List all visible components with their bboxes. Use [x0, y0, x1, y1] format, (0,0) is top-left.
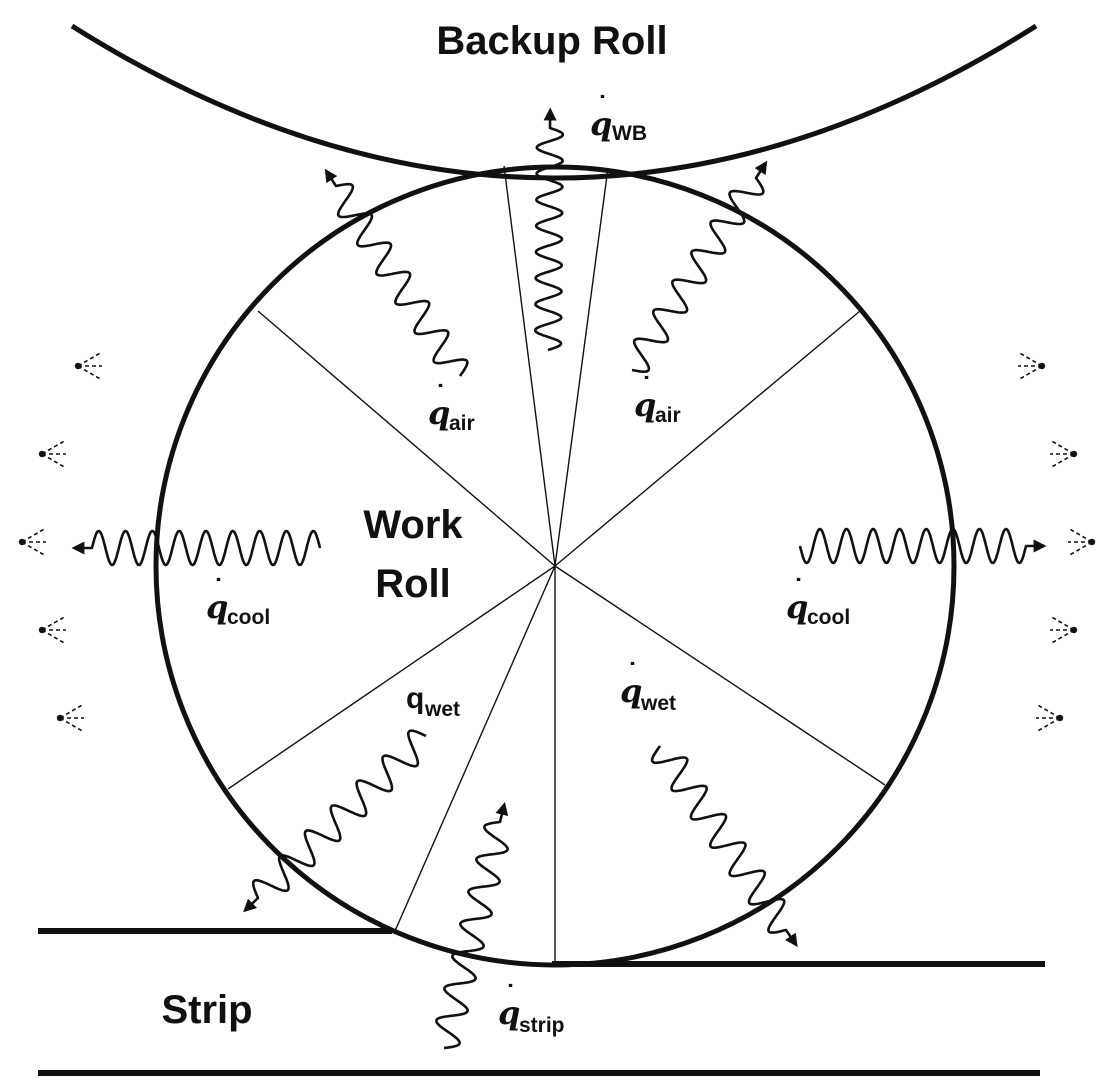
q-strip-label: q ˙ strip	[498, 981, 565, 1037]
wave-q-air-left	[324, 168, 469, 377]
svg-text:q: q	[428, 394, 450, 432]
spray-nozzle-right-2	[1049, 439, 1078, 469]
sector-line-4	[554, 565, 886, 786]
svg-text:q: q	[498, 994, 520, 1032]
svg-text:q: q	[786, 588, 808, 626]
backup-roll-label: Backup Roll	[436, 19, 667, 63]
svg-text:˙: ˙	[626, 659, 639, 689]
work-roll-outline	[153, 164, 957, 968]
q-cool-right-label: q ˙ cool	[786, 575, 850, 629]
q-air-right-label: q ˙ air	[634, 373, 681, 427]
sector-line-7	[227, 565, 556, 790]
sector-line-1	[503, 165, 556, 567]
svg-text:˙: ˙	[792, 575, 805, 605]
work-roll-label-line2: Roll	[375, 562, 451, 606]
svg-text:q: q	[620, 672, 642, 710]
spray-nozzle-right-1	[1017, 351, 1046, 381]
svg-text:cool: cool	[807, 606, 850, 629]
wave-q-wet-right	[650, 745, 798, 948]
sector-lines	[227, 165, 886, 965]
q-wet-left-label: q wet	[406, 682, 460, 721]
svg-text:air: air	[655, 404, 681, 427]
spray-nozzle-left-3	[18, 527, 47, 557]
svg-text:wet: wet	[424, 698, 460, 721]
wave-q-strip	[435, 801, 509, 1050]
wave-q-wb	[533, 107, 565, 352]
svg-text:q: q	[634, 386, 656, 424]
spray-nozzle-right-4	[1049, 615, 1078, 645]
wave-q-wet-left	[243, 729, 427, 913]
spray-nozzle-left-1	[74, 351, 103, 381]
svg-text:˙: ˙	[640, 373, 653, 403]
spray-nozzle-left-4	[38, 615, 67, 645]
sector-line-3	[554, 310, 861, 567]
q-air-left-label: q ˙ air	[428, 381, 475, 435]
q-wet-right-label: q ˙ wet	[620, 659, 676, 715]
svg-text:WB: WB	[612, 122, 647, 145]
wave-q-cool-right	[798, 527, 1047, 565]
spray-nozzle-left-5	[56, 703, 85, 733]
svg-text:q: q	[406, 682, 424, 715]
svg-text:wet: wet	[640, 692, 676, 715]
svg-text:˙: ˙	[504, 981, 517, 1011]
svg-text:˙: ˙	[212, 575, 225, 605]
spray-nozzle-right-5	[1035, 703, 1064, 733]
svg-text:˙: ˙	[434, 381, 447, 411]
work-roll-label-line1: Work	[363, 503, 463, 547]
wave-q-air-right	[631, 160, 768, 373]
q-wb-label: q ˙ WB	[590, 92, 647, 145]
sector-line-8	[257, 310, 556, 567]
svg-text:˙: ˙	[596, 92, 609, 122]
strip-label: Strip	[161, 988, 252, 1032]
wave-q-cool-left	[71, 529, 322, 567]
sector-line-6	[394, 565, 556, 932]
svg-text:q: q	[590, 105, 612, 143]
svg-text:air: air	[449, 412, 475, 435]
q-cool-left-label: q ˙ cool	[206, 575, 270, 629]
spray-nozzles	[18, 351, 1096, 733]
svg-text:cool: cool	[227, 606, 270, 629]
svg-text:q: q	[206, 588, 228, 626]
sector-line-2	[554, 167, 609, 567]
svg-text:strip: strip	[519, 1014, 565, 1037]
heat-flux-waves	[71, 107, 1047, 1050]
backup-roll-outline	[70, 23, 1038, 181]
spray-nozzle-left-2	[38, 439, 67, 469]
spray-nozzle-right-3	[1067, 527, 1096, 557]
